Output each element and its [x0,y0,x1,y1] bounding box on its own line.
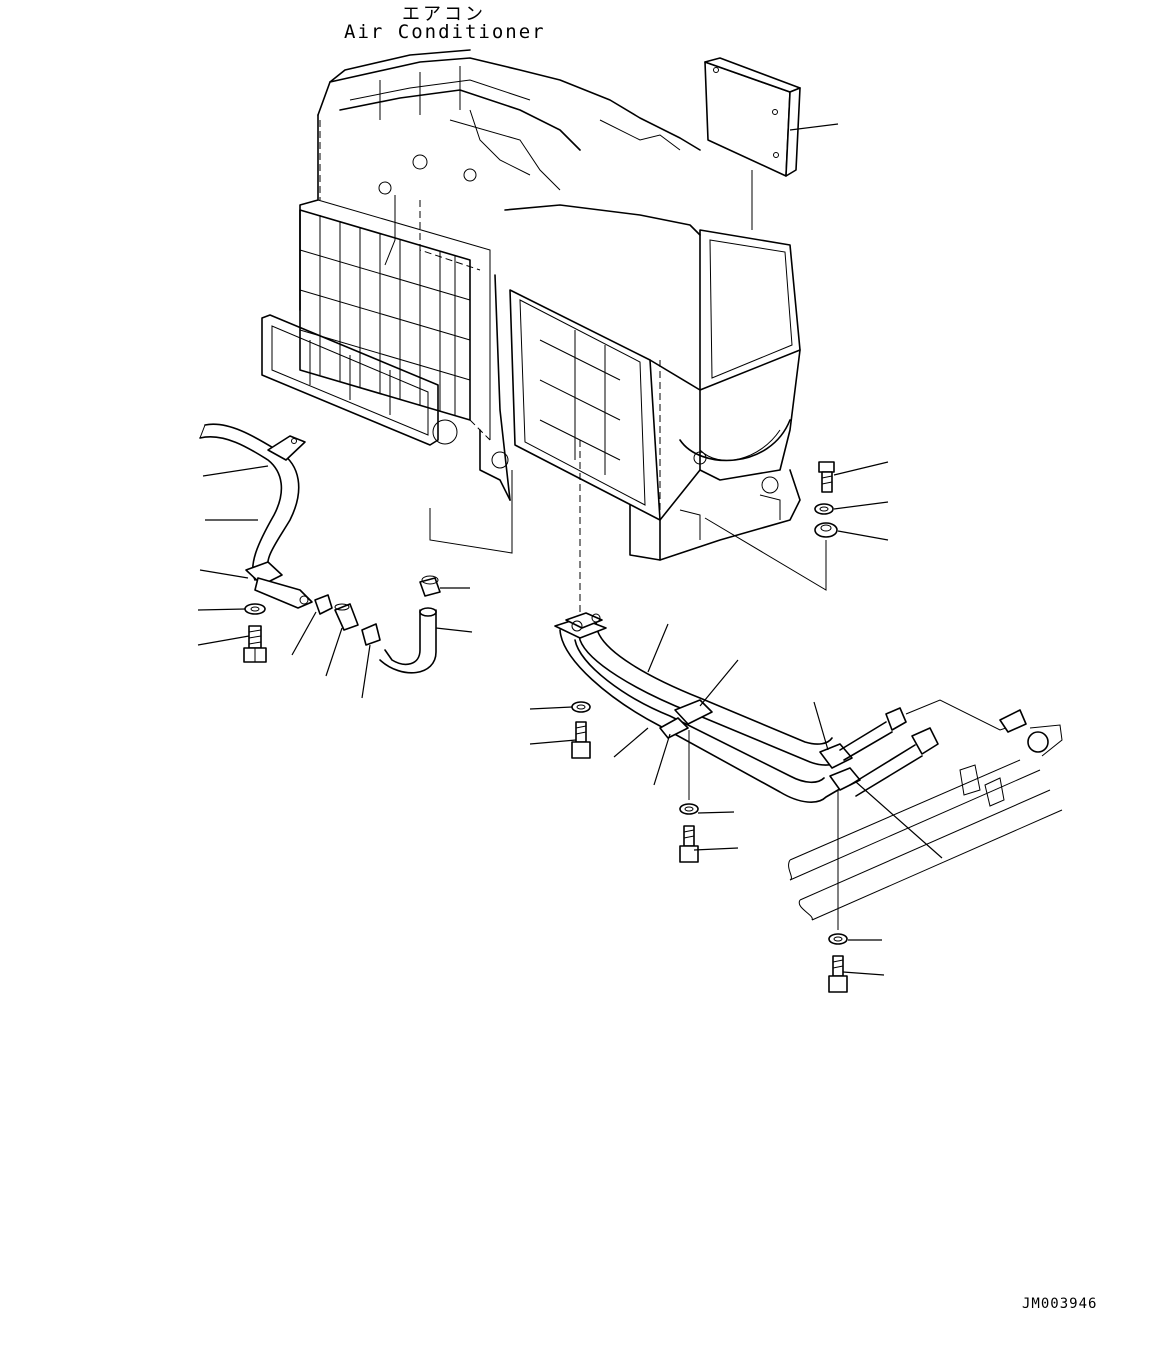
leader-washer-a [529,706,573,710]
title-japanese: エアコン [402,4,486,25]
right-mounting-hardware [704,461,889,591]
leader-bolt-c [842,971,885,976]
leader-pipe-lower [613,727,649,758]
leader-washer [197,608,246,611]
leader-part-c [361,644,371,699]
leader-part-a [291,611,317,656]
leader-clamp [199,569,249,579]
leader-bolt [197,635,250,646]
left-drain-hose-group [197,423,513,699]
cover-plate [704,57,839,230]
air-conditioner-unit [261,49,801,620]
drawing-number: JM003946 [1022,1296,1098,1312]
leader-washer-b [697,811,735,814]
leader-part-b [325,627,343,677]
leader-bolt-a [529,739,577,745]
leader-washer-right [833,501,889,510]
leader-pipe-upper [647,623,669,673]
leader-clamp-center [699,659,739,707]
leader-clamp-right-lower [855,781,943,859]
leader-bolt-right [833,461,889,476]
leader-clamp-right [813,701,829,751]
leader-clamp-lower [653,733,671,786]
title-english: Air Conditioner [344,21,546,43]
grille-lines [299,215,471,415]
leader-cover-plate [789,123,839,131]
leader-mount-right [837,530,889,541]
leader-elbow-hose [435,627,473,633]
leader-bolt-b [693,847,739,851]
leader-hose-upper [202,465,269,477]
duct-pipe-assembly [529,612,1063,993]
